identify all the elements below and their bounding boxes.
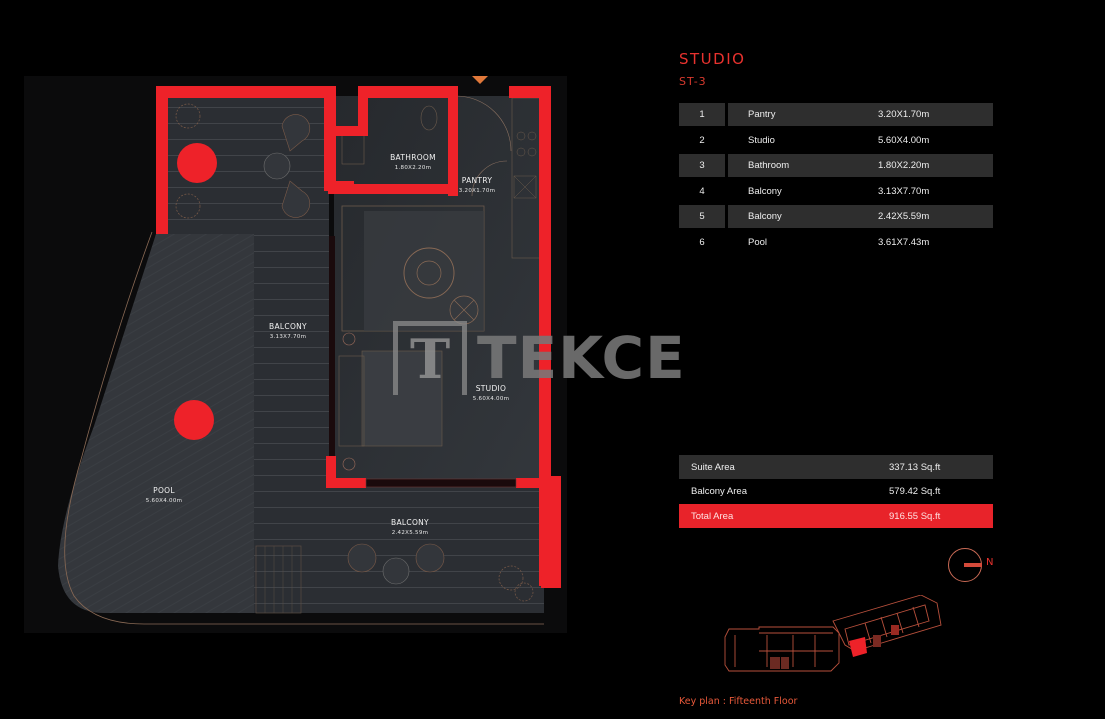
label-pantry: PANTRY 3.20X1.70m	[458, 176, 496, 194]
balcony-2-area	[254, 486, 544, 613]
total-area-row: Total Area 916.55 Sq.ft	[679, 504, 993, 528]
key-plan-drawing	[724, 594, 942, 672]
room-number: 2	[699, 134, 705, 146]
watermark-text: TEKCE	[477, 324, 686, 392]
area-value: 916.55 Sq.ft	[889, 510, 941, 522]
key-plan-label: Key plan : Fifteenth Floor	[679, 696, 798, 707]
label-pool: POOL 5.60X4.00m	[145, 486, 183, 504]
red-marker	[177, 143, 217, 183]
floor-plan: BATHROOM 1.80X2.20m PANTRY 3.20X1.70m BA…	[24, 76, 567, 633]
table-row: 5 Balcony 2.42X5.59m	[679, 204, 993, 230]
unit-highlight	[849, 637, 867, 657]
room-number: 4	[699, 185, 705, 197]
room-dimension: 5.60X4.00m	[878, 134, 930, 146]
floor-plan-drawing	[58, 76, 561, 625]
room-name: Bathroom	[728, 154, 878, 178]
room-name: Balcony	[748, 185, 782, 197]
area-value: 579.42 Sq.ft	[889, 486, 941, 497]
label-balcony-2: BALCONY 2.42X5.59m	[391, 518, 429, 536]
room-dimension: 1.80X2.20m	[878, 154, 993, 178]
room-name: Studio	[748, 134, 775, 146]
table-row: 6 Pool 3.61X7.43m	[679, 230, 993, 256]
room-dimension: 2.42X5.59m	[878, 205, 993, 229]
area-value: 337.13 Sq.ft	[889, 461, 941, 473]
room-dimension: 3.20X1.70m	[878, 103, 993, 127]
label-studio: STUDIO 5.60X4.00m	[472, 384, 510, 402]
room-dimension: 3.61X7.43m	[878, 236, 930, 248]
room-number: 5	[679, 205, 725, 229]
suite-area-row: Suite Area 337.13 Sq.ft	[679, 455, 993, 479]
area-label: Balcony Area	[691, 486, 747, 497]
table-row: 1 Pantry 3.20X1.70m	[679, 102, 993, 128]
area-label: Total Area	[691, 510, 734, 522]
room-name: Pool	[748, 236, 768, 248]
compass-north-label: N	[986, 557, 994, 568]
tekce-watermark: T TEKCE	[393, 320, 686, 396]
tekce-logo-icon: T	[393, 321, 467, 395]
rooms-table: 1 Pantry 3.20X1.70m 2 Studio 5.60X4.00m …	[679, 102, 993, 255]
room-name: Pantry	[728, 103, 878, 127]
unit-code: ST-3	[679, 75, 707, 88]
room-number: 3	[679, 154, 725, 178]
key-plan	[715, 594, 945, 680]
room-dimension: 3.13X7.70m	[878, 185, 930, 197]
label-balcony-1: BALCONY 3.13X7.70m	[269, 322, 307, 340]
red-marker	[174, 400, 214, 440]
areas-table: Suite Area 337.13 Sq.ft Balcony Area 579…	[679, 455, 993, 529]
pool-area	[58, 234, 254, 613]
unit-type-title: STUDIO	[679, 50, 746, 68]
label-bathroom: BATHROOM 1.80X2.20m	[390, 153, 436, 171]
room-name: Balcony	[728, 205, 878, 229]
table-row: 2 Studio 5.60X4.00m	[679, 128, 993, 154]
table-row: 4 Balcony 3.13X7.70m	[679, 179, 993, 205]
room-number: 6	[699, 236, 705, 248]
walls	[156, 86, 561, 588]
table-row: 3 Bathroom 1.80X2.20m	[679, 153, 993, 179]
room-number: 1	[679, 103, 725, 127]
balcony-area-row: Balcony Area 579.42 Sq.ft	[679, 480, 993, 504]
compass-needle-icon	[964, 563, 982, 567]
area-label: Suite Area	[691, 461, 735, 473]
